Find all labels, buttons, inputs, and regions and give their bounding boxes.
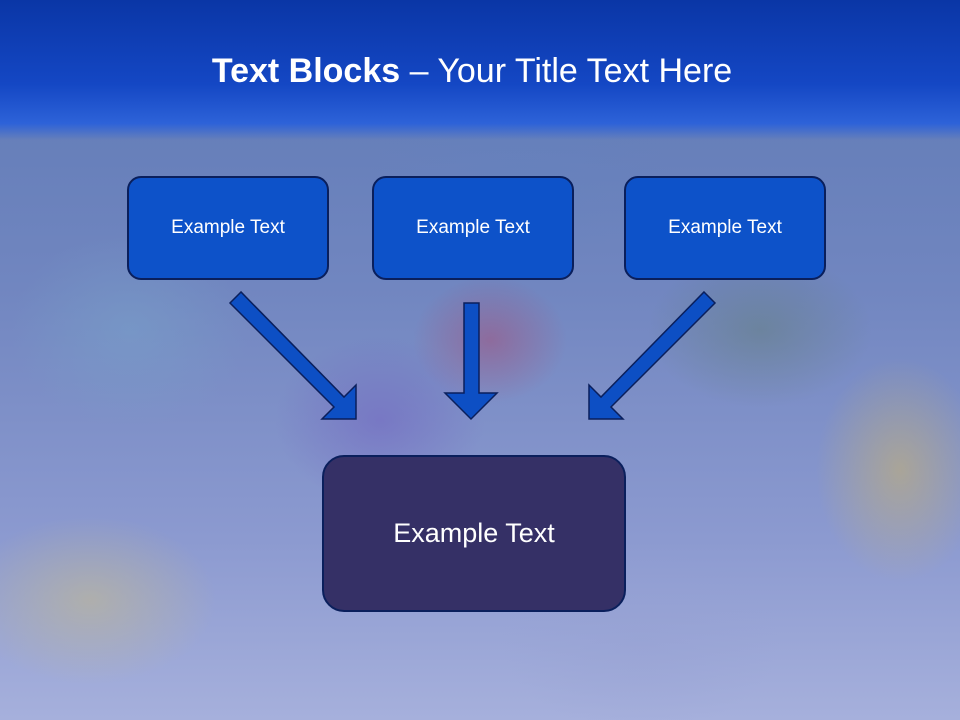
title-rest-part: Your Title Text Here [437,52,733,90]
text-block-center-label: Example Text [416,217,530,238]
slide-title[interactable]: Text Blocks – Your Title Text Here [0,52,944,91]
text-block-bottom-label: Example Text [393,518,555,548]
text-block-center[interactable]: Example Text [372,176,574,280]
arrow-down-right-icon[interactable] [228,290,357,420]
text-block-left-label: Example Text [171,217,285,238]
title-band [0,0,960,140]
title-separator: – [400,52,438,90]
text-block-right[interactable]: Example Text [624,176,826,280]
arrow-down-icon[interactable] [443,302,499,421]
title-bold-part: Text Blocks [211,52,401,90]
text-block-right-label: Example Text [668,217,782,238]
text-block-bottom[interactable]: Example Text [322,455,626,612]
text-block-left[interactable]: Example Text [127,176,329,280]
arrow-down-left-icon[interactable] [588,290,717,420]
